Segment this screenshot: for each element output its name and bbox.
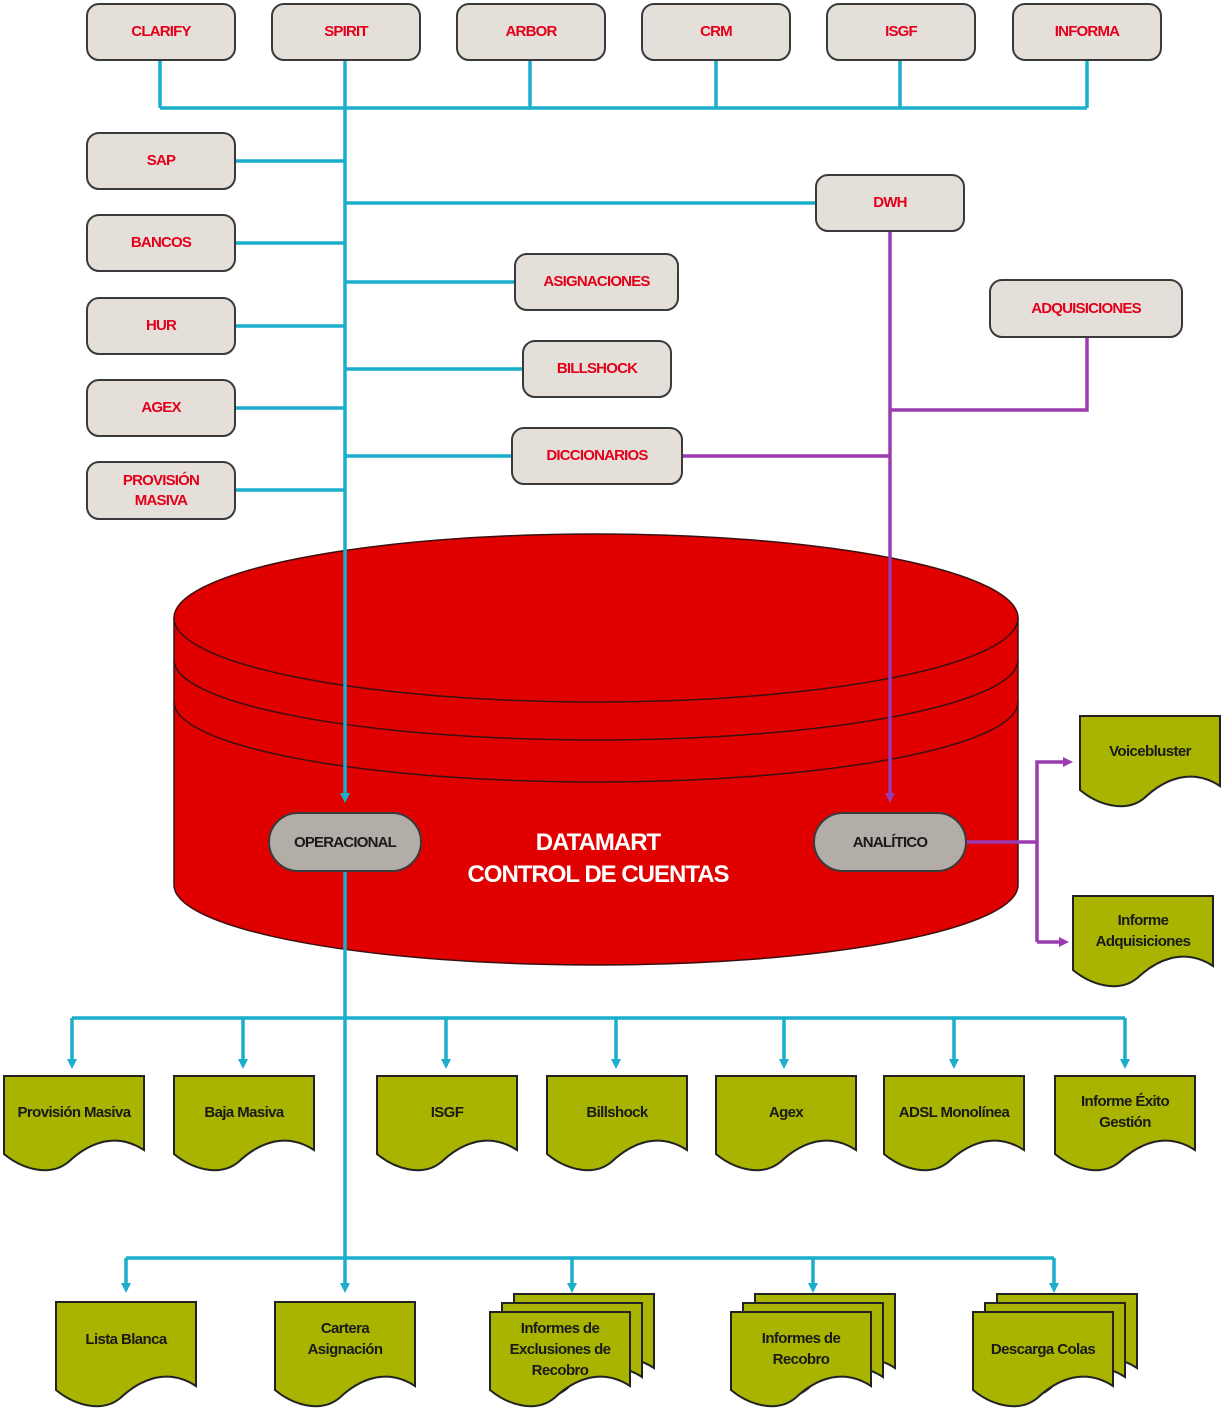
source-sap-label: SAP <box>146 152 176 169</box>
source-dwh-label: DWH <box>873 194 907 211</box>
operacional-pill: OPERACIONAL <box>268 812 422 872</box>
source-agex-label: AGEX <box>141 399 181 416</box>
source-bancos: BANCOS <box>86 214 236 272</box>
source-adquisiciones: ADQUISICIONES <box>989 279 1183 338</box>
source-hur-label: HUR <box>145 317 177 334</box>
source-crm-label: CRM <box>700 23 733 40</box>
source-spirit-label: SPIRIT <box>324 23 368 40</box>
source-diccionarios: DICCIONARIOS <box>511 427 683 485</box>
doc-agex <box>715 1075 857 1172</box>
source-spirit: SPIRIT <box>271 3 421 61</box>
source-provision-line2: MASIVA <box>134 491 188 509</box>
source-clarify: CLARIFY <box>86 3 236 61</box>
source-isgf-label: ISGF <box>885 23 918 40</box>
doc-voicebluster <box>1079 715 1221 808</box>
analitico-label: ANALÍTICO <box>852 833 928 851</box>
doc-cartera-asignacion <box>274 1301 416 1408</box>
source-crm: CRM <box>641 3 791 61</box>
source-arbor-label: ARBOR <box>505 23 558 40</box>
source-billshock: BILLSHOCK <box>522 340 672 398</box>
purple-connectors <box>680 232 1089 947</box>
doc-exclusiones-recobro <box>489 1311 631 1408</box>
doc-provision-masiva <box>3 1075 145 1172</box>
doc-adsl-monolinea <box>883 1075 1025 1172</box>
source-informa: INFORMA <box>1012 3 1162 61</box>
source-clarify-label: CLARIFY <box>131 23 191 40</box>
analitico-pill: ANALÍTICO <box>813 812 967 872</box>
source-asignaciones: ASIGNACIONES <box>514 253 679 311</box>
datamart-cylinder <box>173 533 1019 966</box>
datamart-title-line1: DATAMART <box>535 829 661 856</box>
doc-billshock <box>546 1075 688 1172</box>
doc-descarga-colas <box>972 1311 1114 1408</box>
datamart-title-line2: CONTROL DE CUENTAS <box>467 861 729 888</box>
doc-lista-blanca <box>55 1301 197 1408</box>
source-agex: AGEX <box>86 379 236 437</box>
doc-informe-adquisiciones <box>1072 895 1214 988</box>
source-asignaciones-label: ASIGNACIONES <box>543 273 650 290</box>
doc-isgf <box>376 1075 518 1172</box>
doc-informe-exito <box>1054 1075 1196 1172</box>
doc-baja-masiva <box>173 1075 315 1172</box>
report-documents <box>3 715 1221 1408</box>
datamart-title: DATAMART CONTROL DE CUENTAS <box>400 827 796 891</box>
source-sap: SAP <box>86 132 236 190</box>
source-bancos-label: BANCOS <box>130 234 192 251</box>
operacional-label: OPERACIONAL <box>293 833 397 851</box>
source-adquisiciones-label: ADQUISICIONES <box>1031 299 1141 317</box>
doc-informes-recobro <box>730 1311 872 1408</box>
source-hur: HUR <box>86 297 236 355</box>
source-arbor: ARBOR <box>456 3 606 61</box>
source-diccionarios-label: DICCIONARIOS <box>546 447 648 464</box>
source-provision-line1: PROVISIÓN <box>122 471 200 489</box>
source-dwh: DWH <box>815 174 965 232</box>
source-informa-label: INFORMA <box>1054 23 1120 40</box>
source-provision-masiva: PROVISIÓN MASIVA <box>86 461 236 520</box>
cyan-connectors <box>67 60 1130 1293</box>
source-billshock-label: BILLSHOCK <box>556 360 638 377</box>
source-isgf: ISGF <box>826 3 976 61</box>
